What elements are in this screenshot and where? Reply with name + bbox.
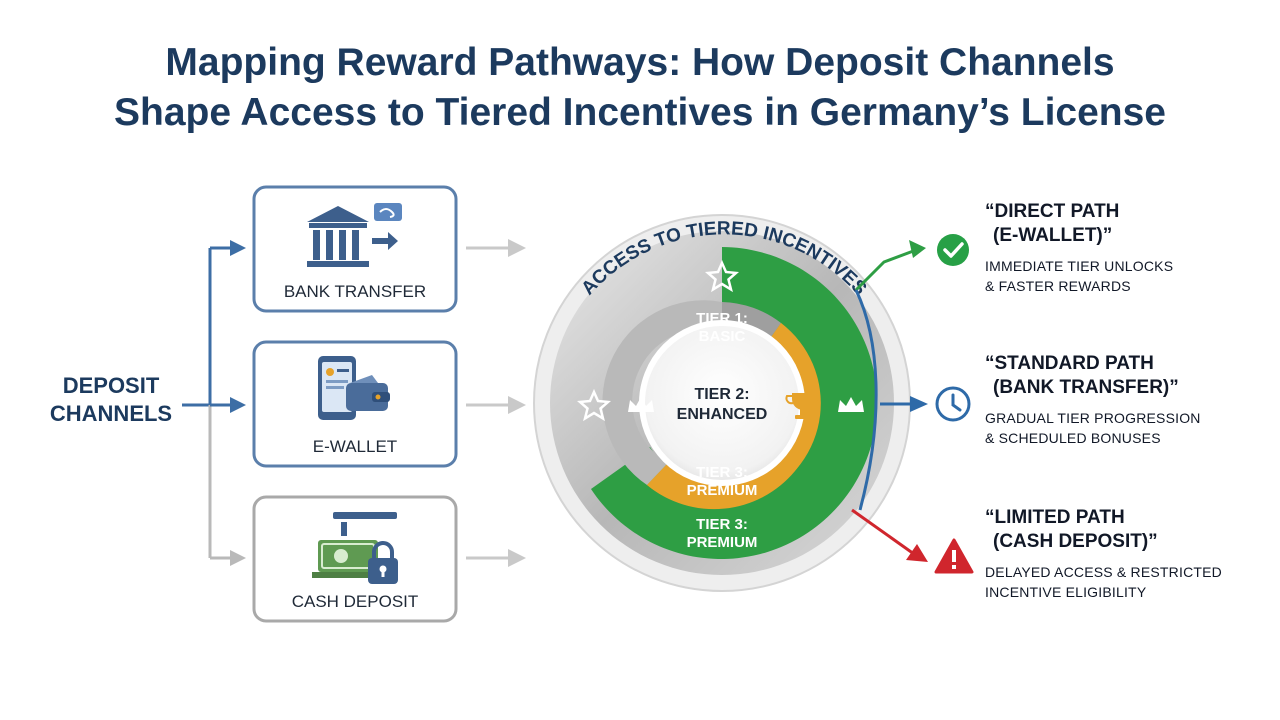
clock-icon — [935, 386, 971, 422]
outcome-limited-path: “LIMITED PATH (CASH DEPOSIT)” DELAYED AC… — [985, 506, 1265, 602]
title-line-2: Shape Access to Tiered Incentives in Ger… — [113, 91, 1166, 134]
star-icon — [704, 259, 740, 293]
outcome-direct-path: “DIRECT PATH (E-WALLET)” IMMEDIATE TIER … — [985, 200, 1265, 296]
outcome-heading-line-1: “DIRECT PATH — [985, 201, 1120, 222]
outcome-heading-line-2: (E-WALLET)” — [993, 225, 1113, 246]
deposit-label-line-1: DEPOSIT — [62, 373, 160, 398]
deposit-channels-label: DEPOSIT CHANNELS — [36, 372, 186, 428]
bank-transfer-icon — [307, 203, 402, 267]
crown-icon — [628, 397, 654, 412]
tier-basic-label: TIER 1: BASIC — [696, 310, 748, 345]
outcome-desc-line-1: IMMEDIATE TIER UNLOCKS — [985, 258, 1174, 274]
channel-label-cash-deposit: CASH DEPOSIT — [291, 592, 419, 611]
incentive-ring — [533, 214, 911, 592]
title-line-1: Mapping Reward Pathways: How Deposit Cha… — [165, 41, 1115, 84]
tier-premium-inner-label: TIER 3: PREMIUM — [686, 464, 758, 499]
warning-icon — [934, 538, 974, 574]
box-to-ring-arrows — [466, 239, 526, 567]
outcome-desc-line-2: & SCHEDULED BONUSES — [985, 430, 1161, 446]
outcome-desc-line-2: & FASTER REWARDS — [985, 278, 1131, 294]
outcome-standard-path: “STANDARD PATH (BANK TRANSFER)” GRADUAL … — [985, 352, 1265, 448]
outcome-connectors — [851, 240, 928, 562]
cash-lock-icon — [312, 512, 398, 584]
check-circle-icon — [937, 234, 969, 266]
deposit-label-line-2: CHANNELS — [49, 401, 173, 426]
outcome-desc-line-1: GRADUAL TIER PROGRESSION — [985, 410, 1201, 426]
outcome-desc-line-1: DELAYED ACCESS & RESTRICTED — [985, 564, 1222, 580]
channel-label-e-wallet: E-WALLET — [312, 437, 398, 456]
outcome-heading-line-2: (CASH DEPOSIT)” — [993, 531, 1158, 552]
channel-label-bank-transfer: BANK TRANSFER — [283, 282, 427, 301]
crown-icon — [838, 397, 864, 412]
page-title: Mapping Reward Pathways: How Deposit Cha… — [0, 38, 1280, 138]
outcome-heading-line-1: “LIMITED PATH — [985, 507, 1125, 528]
e-wallet-icon — [318, 356, 390, 420]
tier-enhanced-label: TIER 2: ENHANCED — [676, 386, 768, 423]
outcome-heading-line-2: (BANK TRANSFER)” — [993, 377, 1179, 398]
channel-connectors — [182, 240, 246, 566]
star-icon — [576, 388, 612, 422]
outcome-heading-line-1: “STANDARD PATH — [985, 353, 1154, 374]
tier-premium-outer-label: TIER 3: PREMIUM — [686, 516, 758, 551]
outcome-desc-line-2: INCENTIVE ELIGIBILITY — [985, 584, 1147, 600]
trophy-icon — [785, 393, 821, 419]
